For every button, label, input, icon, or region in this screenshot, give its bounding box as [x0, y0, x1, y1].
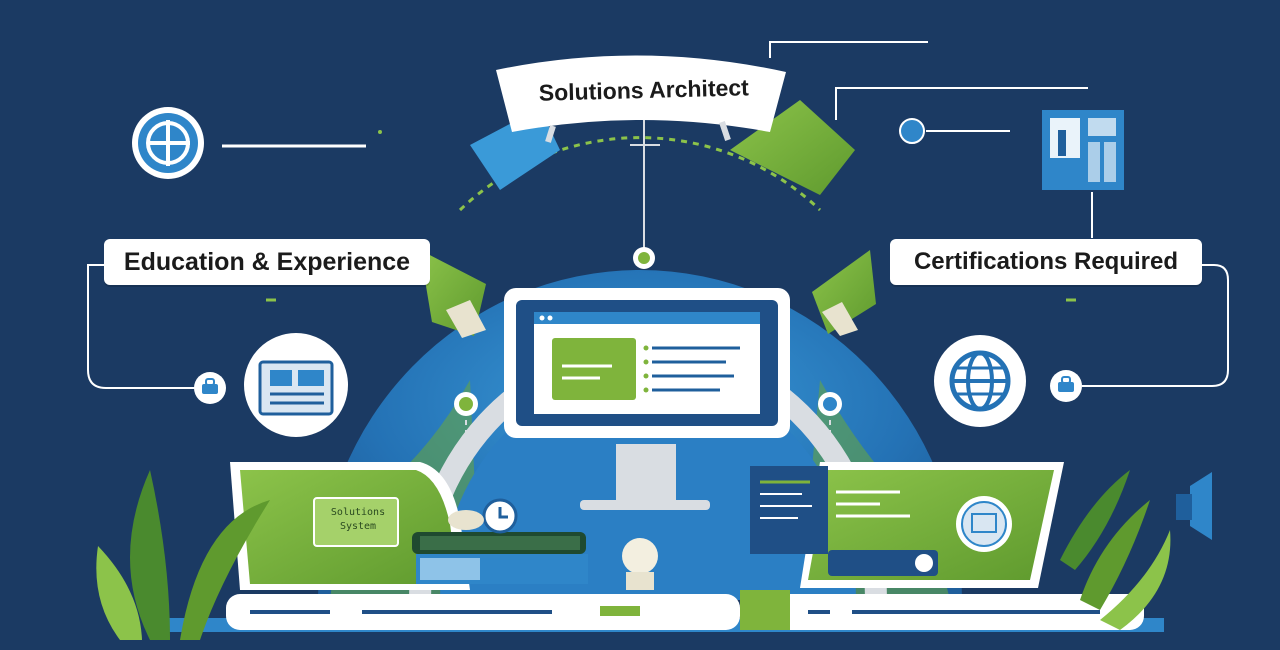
node-blue-top — [899, 118, 925, 144]
globe-icon — [934, 335, 1026, 427]
anchor-icon — [132, 107, 204, 179]
connector-dot — [378, 130, 382, 134]
banner-ribbon — [496, 55, 786, 132]
education-experience-label: Education & Experience — [104, 239, 430, 285]
small-bag-icon-left — [194, 372, 226, 404]
screen-caption-line2: System — [339, 521, 377, 532]
node-right-inner — [823, 397, 837, 411]
connector-right-top — [769, 41, 928, 58]
speaker-icon — [1176, 472, 1212, 540]
cert-pointer-tip — [822, 302, 858, 336]
small-bag-icon-right — [1050, 370, 1082, 402]
banner-strap-right — [719, 121, 731, 141]
banner-strap-left — [545, 125, 556, 143]
connector-right-loop — [1082, 264, 1229, 387]
dashboard-icon — [1042, 110, 1124, 190]
monitor-icon — [504, 288, 790, 510]
lightbulb-icon — [622, 538, 658, 590]
banner-title: Solutions Architect — [538, 74, 749, 105]
badge-icon — [956, 496, 1012, 552]
book-icon — [412, 532, 588, 584]
green-arc — [458, 136, 822, 212]
screen-caption: Solutions System — [318, 506, 398, 534]
screen-caption-line1: Solutions — [330, 507, 386, 518]
green-arrow-right — [730, 100, 855, 195]
node-left-inner — [459, 397, 473, 411]
bottom-device-bar — [168, 590, 1164, 632]
left-laptop-screen — [230, 462, 470, 590]
connector-right-mid — [835, 87, 1088, 120]
green-arrow-left — [470, 108, 560, 190]
clock-icon — [448, 498, 518, 534]
connector-left-loop — [86, 264, 196, 389]
document-icon — [244, 333, 348, 437]
certifications-required-label: Certifications Required — [890, 239, 1202, 285]
node-top-inner — [638, 252, 650, 264]
edu-pointer-tip — [446, 300, 486, 338]
leaf-icon — [96, 470, 1171, 640]
